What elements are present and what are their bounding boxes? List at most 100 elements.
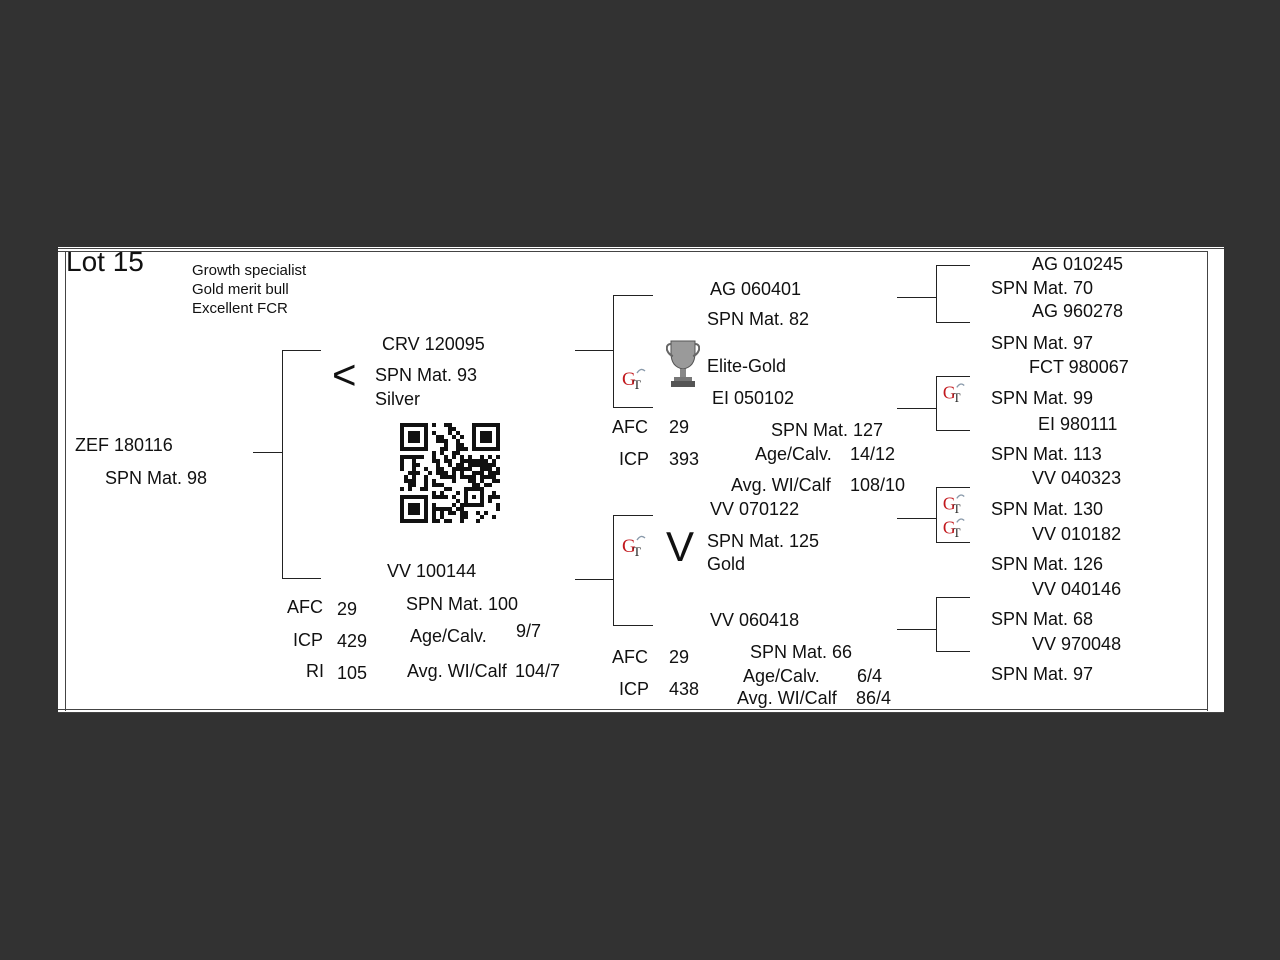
dam-dam-stat-label: ICP: [619, 679, 650, 699]
gt-badge-icon: G T: [941, 490, 967, 516]
frame-left: [65, 251, 66, 711]
frame-top-inner: [58, 251, 1208, 252]
dam-dam-age-label: Age/Calv.: [743, 666, 820, 686]
dam-stat-value: 105: [337, 663, 368, 683]
sire-dam-stat-value: 393: [669, 449, 700, 469]
note-line: Growth specialist: [192, 262, 307, 279]
svg-text:G: G: [622, 536, 636, 557]
svg-text:G: G: [943, 383, 956, 403]
connector-line: [936, 487, 970, 488]
sire-symbol: <: [332, 351, 357, 398]
gen3-id: VV 040146: [1032, 579, 1122, 599]
sire-dam-id: EI 050102: [712, 388, 795, 408]
gen3-id: VV 970048: [1032, 634, 1122, 654]
dam-dam-wi-value: 86/4: [856, 688, 892, 708]
sire-dam-age-value: 14/12: [850, 444, 896, 464]
connector-line: [282, 578, 321, 579]
dam-spn: SPN Mat. 100: [406, 594, 519, 614]
sire-rank: Silver: [375, 389, 421, 409]
dam-stat-value: 429: [337, 631, 368, 651]
dam-age-value: 9/7: [516, 621, 542, 641]
sire-spn: SPN Mat. 93: [375, 365, 478, 385]
svg-text:G: G: [622, 369, 636, 390]
connector-line: [936, 542, 970, 543]
svg-text:G: G: [943, 518, 956, 538]
sire-dam-wi-value: 108/10: [850, 475, 906, 495]
frame-top: [58, 248, 1224, 249]
subject-spn: SPN Mat. 98: [105, 468, 208, 488]
connector-line: [936, 376, 937, 431]
svg-text:G: G: [943, 494, 956, 514]
dam-dam-stat-label: AFC: [612, 647, 648, 667]
dam-id: VV 100144: [387, 561, 477, 581]
gen3-spn: SPN Mat. 70: [991, 278, 1094, 298]
dam-wi-value: 104/7: [515, 661, 561, 681]
gt-badge-icon: G T: [941, 379, 967, 405]
sire-dam-stat-value: 29: [669, 417, 690, 437]
dam-stat-value: 29: [337, 599, 358, 619]
sire-dam-spn: SPN Mat. 127: [771, 420, 884, 440]
connector-line: [936, 376, 970, 377]
connector-line: [897, 408, 937, 409]
gt-badge-icon: G T: [620, 364, 648, 392]
lot-title: Lot 15: [66, 246, 144, 277]
dam-dam-wi-label: Avg. WI/Calf: [737, 688, 837, 708]
connector-line: [253, 452, 283, 453]
pedigree-card: Lot 15 Growth specialist Gold merit bull…: [58, 247, 1224, 713]
sire-dam-stat-label: AFC: [612, 417, 648, 437]
gen3-id: VV 010182: [1032, 524, 1122, 544]
gen3-spn: SPN Mat. 130: [991, 499, 1104, 519]
dam-sire-spn: SPN Mat. 125: [707, 531, 820, 551]
gen3-spn: SPN Mat. 97: [991, 664, 1094, 684]
dam-sire-symbol: V: [666, 523, 695, 570]
connector-line: [613, 515, 614, 626]
connector-line: [613, 625, 653, 626]
sire-dam-wi-label: Avg. WI/Calf: [731, 475, 831, 495]
note-line: Gold merit bull: [192, 281, 289, 298]
connector-line: [936, 597, 937, 652]
dam-age-label: Age/Calv.: [410, 626, 487, 646]
sire-dam-rank: Elite-Gold: [707, 356, 787, 376]
connector-line: [936, 322, 970, 323]
connector-line: [897, 297, 937, 298]
svg-text:T: T: [953, 391, 961, 405]
dam-stat-label: RI: [306, 661, 324, 681]
qr-code[interactable]: [400, 423, 500, 523]
dam-stat-label: ICP: [293, 630, 324, 650]
subject-id: ZEF 180116: [75, 435, 173, 455]
gen3-id: VV 040323: [1032, 468, 1122, 488]
svg-text:T: T: [633, 544, 641, 559]
dam-dam-stat-value: 29: [669, 647, 690, 667]
gen3-spn: SPN Mat. 113: [991, 444, 1102, 464]
dam-sire-rank: Gold: [707, 554, 746, 574]
gen3-id: AG 960278: [1032, 301, 1124, 321]
connector-line: [936, 597, 970, 598]
sire-sire-spn: SPN Mat. 82: [707, 309, 810, 329]
gen3-id: AG 010245: [1032, 254, 1124, 274]
gt-badge-icon: G T: [620, 531, 648, 559]
gen3-spn: SPN Mat. 97: [991, 333, 1094, 353]
connector-line: [613, 407, 653, 408]
connector-line: [575, 350, 614, 351]
connector-line: [936, 265, 937, 323]
dam-sire-id: VV 070122: [710, 499, 800, 519]
gen3-spn: SPN Mat. 68: [991, 609, 1094, 629]
dam-dam-id: VV 060418: [710, 610, 800, 630]
connector-line: [282, 350, 321, 351]
dam-dam-spn: SPN Mat. 66: [750, 642, 853, 662]
connector-line: [936, 430, 970, 431]
connector-line: [936, 265, 970, 266]
connector-line: [282, 350, 283, 579]
gen3-spn: SPN Mat. 126: [991, 554, 1104, 574]
connector-line: [575, 579, 614, 580]
connector-line: [613, 295, 614, 408]
frame-bottom-inner: [58, 709, 1208, 710]
connector-line: [936, 651, 970, 652]
connector-line: [897, 518, 937, 519]
connector-line: [897, 629, 937, 630]
connector-line: [613, 515, 653, 516]
gt-badge-icon: G T: [941, 514, 967, 540]
note-line: Excellent FCR: [192, 300, 288, 317]
svg-text:T: T: [633, 377, 641, 392]
connector-line: [936, 487, 937, 543]
